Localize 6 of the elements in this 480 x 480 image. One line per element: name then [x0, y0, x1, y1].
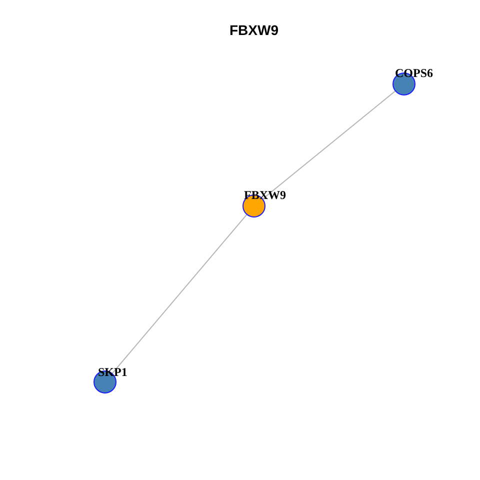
chart-title: FBXW9 — [230, 22, 278, 38]
connector-line — [262, 90, 396, 200]
node-label: SKP1 — [98, 366, 128, 378]
node-label: COPS6 — [395, 67, 434, 79]
connector-line — [112, 214, 248, 374]
node-label: FBXW9 — [244, 189, 286, 201]
